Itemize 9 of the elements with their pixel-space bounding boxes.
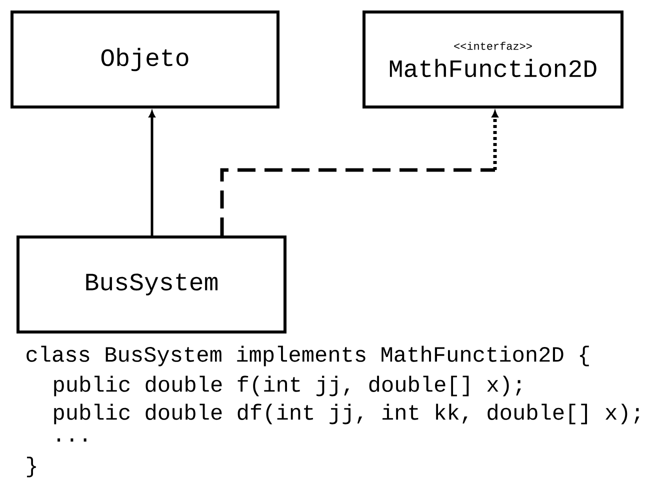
- code-line: public double f(int jj, double[] x);: [54, 376, 521, 396]
- class-box: Objeto: [10, 10, 280, 108]
- arrow: [148, 110, 156, 236]
- arrow: [220, 110, 498, 236]
- class-box: <<interfaz>> MathFunction2D: [362, 10, 624, 108]
- code-line: }: [27, 456, 36, 478]
- code-line: public double df(int jj, int kk, double[] x);: [54, 404, 640, 424]
- class-box: BusSystem: [16, 236, 286, 334]
- code-line: ...: [58, 438, 86, 442]
